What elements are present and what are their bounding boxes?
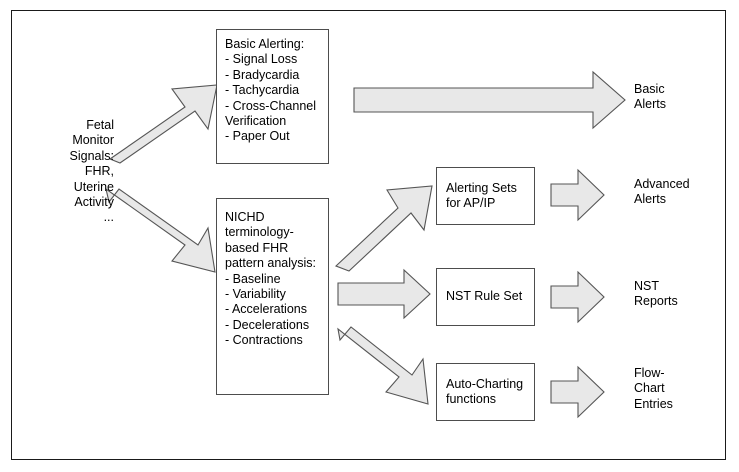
process-box-alerting-sets[interactable]: Alerting Sets for AP/IP xyxy=(436,167,535,225)
output-label-basic-alerts: Basic Alerts xyxy=(634,82,666,112)
process-box-nichd-analysis[interactable]: NICHD terminology- based FHR pattern ana… xyxy=(216,198,329,395)
process-box-nichd-analysis-label: NICHD terminology- based FHR pattern ana… xyxy=(225,210,317,348)
process-box-basic-alerting[interactable]: Basic Alerting: - Signal Loss - Bradycar… xyxy=(216,29,329,164)
output-label-nst-reports: NST Reports xyxy=(634,279,678,309)
process-box-nst-rule-set-label: NST Rule Set xyxy=(446,289,523,304)
process-box-nst-rule-set[interactable]: NST Rule Set xyxy=(436,268,535,326)
process-box-basic-alerting-label: Basic Alerting: - Signal Loss - Bradycar… xyxy=(225,37,317,144)
output-label-flow-chart-entries: Flow- Chart Entries xyxy=(634,366,673,411)
diagram-frame xyxy=(11,10,726,460)
source-signals-label: Fetal Monitor Signals: FHR, Uterine Acti… xyxy=(69,118,114,225)
process-box-auto-charting[interactable]: Auto-Charting functions xyxy=(436,363,535,421)
process-box-alerting-sets-label: Alerting Sets for AP/IP xyxy=(446,180,517,210)
output-label-advanced-alerts: Advanced Alerts xyxy=(634,177,690,207)
process-box-auto-charting-label: Auto-Charting functions xyxy=(446,376,524,406)
